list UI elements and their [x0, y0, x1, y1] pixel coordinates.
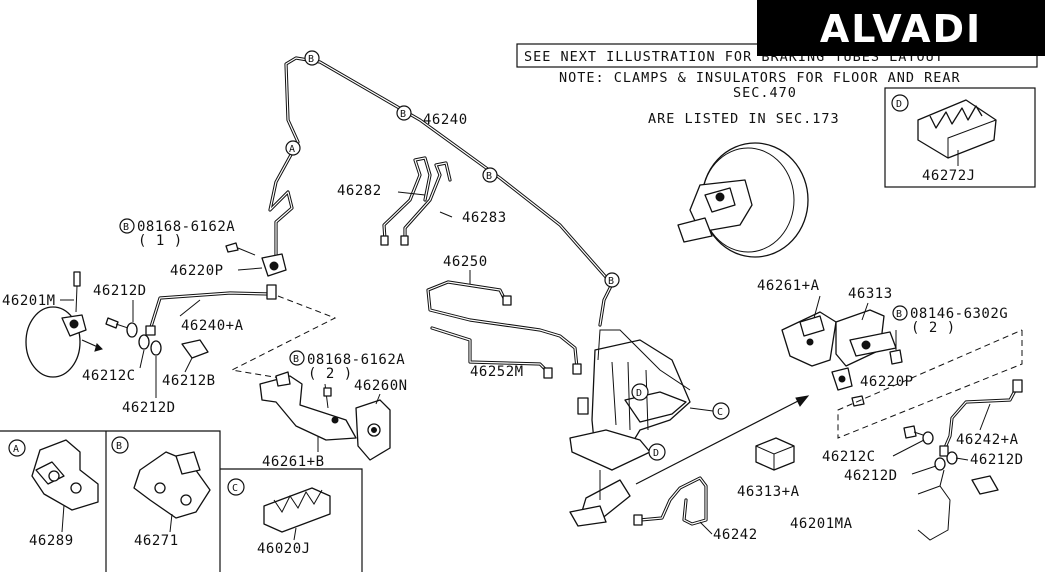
- direction-arrow: [635, 395, 810, 485]
- clamps-note-line2: SEC.470: [733, 85, 797, 101]
- label-46212D-right-1: 46212D: [844, 468, 898, 484]
- label-08146-6302G: 08146-6302G: [910, 306, 1008, 322]
- bolt-b-prefix: B: [293, 354, 299, 365]
- label-46212C-left: 46212C: [82, 368, 136, 384]
- part-46313A: 46313+A: [737, 437, 800, 500]
- label-46212D-left: 46212D: [122, 400, 176, 416]
- label-46240: 46240: [423, 112, 468, 128]
- clip-callout-b-2: [396, 105, 412, 121]
- label-46201MA: 46201MA: [790, 516, 853, 532]
- label-46212C-right: 46212C: [822, 449, 876, 465]
- label-46220P-top: 46220P: [170, 263, 224, 279]
- bolt-08168-6162A-top: B 08168-6162A ( 1 ): [119, 218, 256, 256]
- washers-right: 46212C 46212D 46212D: [822, 425, 1024, 495]
- connector-46220P-top: 46220P: [170, 253, 287, 279]
- dashed-guide-left: [230, 295, 337, 379]
- abs-callout-d-1: D: [636, 388, 642, 399]
- inset-panel-c: C 46020J: [227, 478, 331, 557]
- clip-callout-b-3: [482, 167, 498, 183]
- dashed-guide-right: [837, 329, 1023, 439]
- clip-callout-b-2-letter: B: [400, 109, 406, 120]
- brake-tube-46242A: 46242+A: [939, 379, 1023, 457]
- clip-callout-b-3-letter: B: [486, 171, 492, 182]
- clip-callout-a-1-letter: A: [289, 144, 295, 155]
- bolt-c-prefix: B: [896, 309, 902, 320]
- clip-callout-b-4-letter: B: [608, 276, 614, 287]
- brake-tubes-46282-46283: 46282 46283: [337, 156, 507, 246]
- label-46313A: 46313+A: [737, 484, 800, 500]
- inset-d-letter: D: [896, 99, 902, 110]
- label-46212D-right-2: 46212D: [970, 452, 1024, 468]
- label-46252M: 46252M: [470, 364, 524, 380]
- clip-callout-b-1-letter: B: [308, 54, 314, 65]
- caliper-46201M: 46201M: [2, 271, 103, 378]
- inset-panel-d: D 46272J: [884, 87, 1036, 188]
- label-08168-6162A-1: 08168-6162A: [137, 219, 235, 235]
- bolt-08168-6162A-lower: B 08168-6162A ( 2 ): [289, 350, 405, 409]
- inset-c-letter: C: [232, 483, 238, 494]
- brake-tube-46240A: 46240+A: [145, 284, 277, 336]
- caliper-46201MA: 46201MA: [790, 469, 951, 541]
- inset-b-letter: B: [116, 441, 122, 452]
- label-qty-2: ( 2 ): [308, 366, 353, 382]
- label-46220P-right: 46220P: [860, 374, 914, 390]
- label-46240A: 46240+A: [181, 318, 244, 334]
- logo-text: ALVADI: [820, 7, 982, 51]
- abs-callout-d-2: D: [653, 448, 659, 459]
- inset-panel-a: A 46289: [8, 439, 99, 549]
- label-08168-6162A-2: 08168-6162A: [307, 352, 405, 368]
- alvadi-logo: ALVADI: [757, 0, 1045, 56]
- abs-callout-c-1: C: [717, 407, 723, 418]
- clamps-note-line3: ARE LISTED IN SEC.173: [648, 111, 840, 127]
- label-46250: 46250: [443, 254, 488, 270]
- bracket-46261A: 46261+A: [757, 278, 837, 367]
- label-46212D-top: 46212D: [93, 283, 147, 299]
- abs-actuator-assembly: D D C: [569, 329, 730, 527]
- label-46201M: 46201M: [2, 293, 56, 309]
- label-46289: 46289: [29, 533, 74, 549]
- label-46271: 46271: [134, 533, 179, 549]
- bracket-46261B: 46261+B: [259, 371, 357, 470]
- label-46282: 46282: [337, 183, 382, 199]
- connector-46220P-right: 46220P: [831, 367, 914, 407]
- label-46212B: 46212B: [162, 373, 216, 389]
- label-46272J: 46272J: [922, 168, 976, 184]
- brake-tube-46242: 46242: [633, 476, 758, 543]
- inset-panel-b: B 46271: [111, 436, 211, 549]
- bracket-46313: 46313: [835, 286, 897, 367]
- clip-callout-b-1: [304, 50, 320, 66]
- clamps-note: NOTE: CLAMPS & INSULATORS FOR FLOOR AND …: [559, 70, 961, 127]
- clip-callout-a-1: [285, 140, 301, 156]
- label-qty-c: ( 2 ): [911, 320, 956, 336]
- label-46260N: 46260N: [354, 378, 408, 394]
- bracket-46260N: 46260N: [354, 378, 408, 461]
- label-46313: 46313: [848, 286, 893, 302]
- inset-a-letter: A: [13, 444, 19, 455]
- brake-booster: [677, 142, 809, 258]
- brake-tube-46240: B B B B A 46240: [268, 50, 620, 327]
- clamps-note-line1: NOTE: CLAMPS & INSULATORS FOR FLOOR AND …: [559, 70, 961, 86]
- label-46242: 46242: [713, 527, 758, 543]
- label-46020J: 46020J: [257, 541, 311, 557]
- label-46261A: 46261+A: [757, 278, 820, 294]
- label-46261B: 46261+B: [262, 454, 325, 470]
- bolt-08146-6302G: B 08146-6302G ( 2 ): [889, 305, 1008, 365]
- label-46283: 46283: [462, 210, 507, 226]
- inset-panels-bottom: [0, 430, 363, 572]
- bolt-a-prefix: B: [123, 222, 129, 233]
- label-qty-1: ( 1 ): [138, 233, 183, 249]
- label-46242A: 46242+A: [956, 432, 1019, 448]
- washers-left: 46212D 46212C 46212B 46212D: [82, 283, 216, 416]
- brake-tubes-46250-46252M: 46250 46252M: [426, 254, 582, 380]
- clip-callout-b-4: [604, 272, 620, 288]
